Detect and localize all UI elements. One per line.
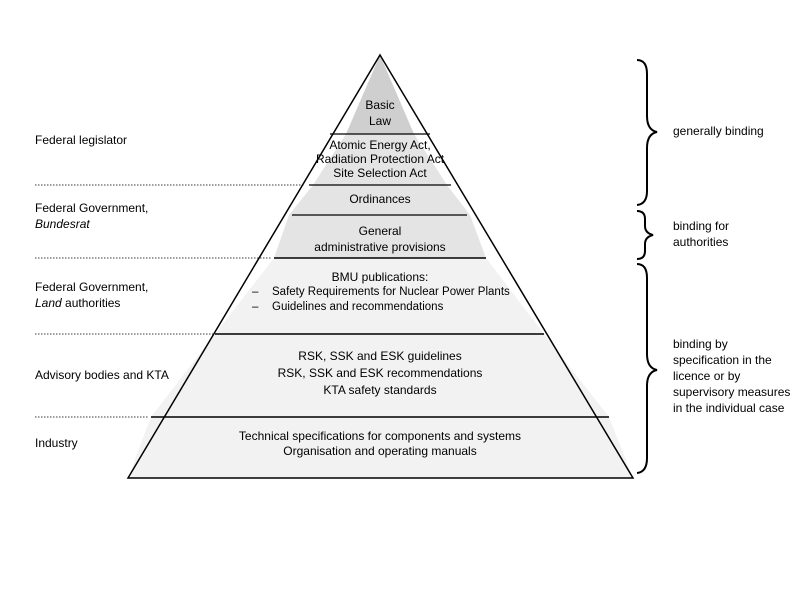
text-line: binding for — [673, 219, 730, 233]
tier-basic-law — [346, 55, 414, 134]
text-line: Basic — [365, 98, 395, 112]
label-advisory-bodies: Advisory bodies and KTA — [35, 368, 169, 382]
text-line: Organisation and operating manuals — [283, 444, 477, 458]
label-federal-government-bundesrat: Federal Government, Bundesrat — [35, 200, 148, 232]
tier-ordinances — [289, 185, 470, 215]
text-line: administrative provisions — [314, 240, 446, 254]
label-binding-specification: binding by specification in the licence … — [673, 336, 790, 416]
tier-text-industry: Technical specifications for components … — [180, 429, 580, 459]
text-line: Technical specifications for components … — [238, 429, 522, 443]
text-line: authorities — [673, 235, 729, 249]
label-federal-legislator: Federal legislator — [35, 133, 128, 147]
brace-binding-authorities — [636, 210, 654, 260]
text-line: Atomic Energy Act, — [329, 138, 431, 152]
label-line: Land authorities — [35, 296, 121, 310]
tier-admin — [274, 215, 486, 258]
label-binding-authorities: binding for authorities — [673, 218, 729, 250]
text-line: Law — [368, 114, 391, 128]
text-line: RSK, SSK and ESK guidelines — [298, 349, 462, 363]
label-line: Federal Government, — [35, 280, 149, 294]
text-line: RSK, SSK and ESK recommendations — [277, 366, 483, 380]
tier-text-admin: General administrative provisions — [280, 223, 480, 255]
brace-binding-specification — [636, 263, 658, 474]
label-line-italic: Bundesrat — [35, 217, 90, 231]
text-line: specification in the — [673, 353, 772, 367]
label-line: Federal Government, — [35, 201, 149, 215]
tier-text-basic-law: Basic Law — [330, 97, 430, 129]
bmu-list-item: –Safety Requirements for Nuclear Power P… — [252, 286, 510, 298]
tier-text-ordinances: Ordinances — [349, 192, 411, 206]
tier-advisory — [151, 334, 609, 417]
pyramid-outline — [126, 53, 635, 479]
text-line: Site Selection Act — [333, 166, 427, 180]
text-line: in the individual case — [673, 401, 785, 415]
tier-text-acts: Atomic Energy Act, Radiation Protection … — [280, 138, 480, 180]
text-line: licence or by — [673, 369, 741, 383]
bmu-list: –Safety Requirements for Nuclear Power P… — [252, 285, 510, 315]
text-line: General — [358, 224, 402, 238]
tier-text-bmu: BMU publications: — [230, 270, 530, 285]
tier-text-advisory: RSK, SSK and ESK guidelines RSK, SSK and… — [230, 348, 530, 399]
text-line: BMU publications: — [331, 270, 429, 284]
text-line: binding by — [673, 337, 728, 351]
label-federal-government-land: Federal Government, Land authorities — [35, 279, 148, 311]
tier-industry — [128, 417, 633, 478]
text-line: KTA safety standards — [323, 383, 437, 397]
text-line: Radiation Protection Act — [315, 152, 445, 166]
tier-acts — [313, 134, 447, 185]
text-line: supervisory measures — [673, 385, 791, 399]
label-industry: Industry — [35, 436, 78, 450]
bmu-list-item: –Guidelines and recommendations — [252, 301, 444, 313]
label-generally-binding: generally binding — [673, 124, 764, 138]
brace-generally-binding — [636, 59, 658, 206]
tier-bmu — [215, 258, 544, 334]
